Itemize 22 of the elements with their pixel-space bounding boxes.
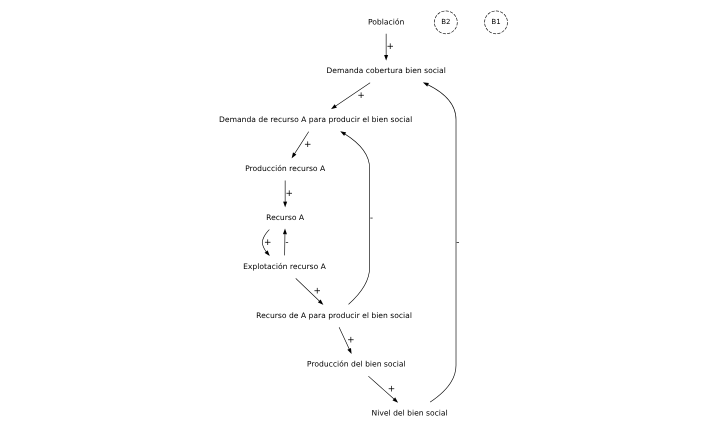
edge-label: + (285, 188, 292, 199)
edge-label: - (369, 213, 373, 224)
arrow (338, 326, 352, 354)
edge-label: + (346, 336, 354, 346)
edge-label: + (387, 384, 395, 395)
arrow (282, 228, 286, 256)
edge-label: + (263, 238, 271, 248)
arrow (368, 376, 398, 403)
arrow (330, 82, 370, 110)
arrow (291, 131, 309, 158)
edge-label: + (303, 140, 311, 150)
arrow (282, 180, 287, 208)
edge-label: + (356, 91, 364, 102)
arrow (261, 229, 270, 256)
arrow (384, 33, 388, 61)
arrow (422, 82, 456, 402)
edge-label: + (386, 42, 394, 52)
edge-label: + (313, 286, 320, 297)
arrow (340, 131, 370, 305)
arrow (294, 278, 323, 305)
edge-label: - (284, 238, 288, 248)
edge-label: - (456, 238, 460, 248)
